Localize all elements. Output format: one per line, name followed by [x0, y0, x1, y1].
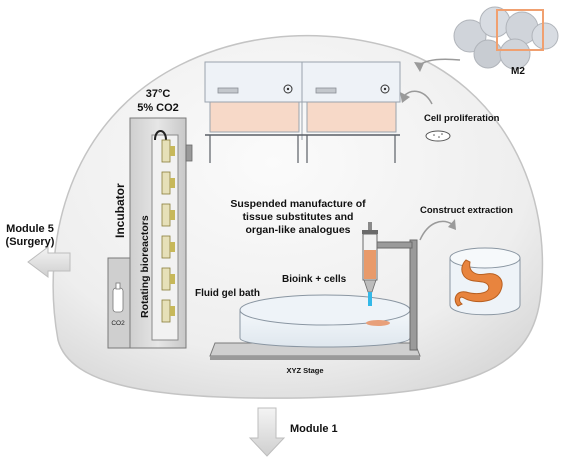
module5-sublabel: (Surgery) — [6, 236, 55, 248]
syringe-icon — [362, 222, 378, 306]
co2-label: 5% CO2 — [137, 102, 179, 114]
rotating-bioreactors — [161, 139, 175, 323]
co2-cylinder-label: CO2 — [111, 320, 125, 327]
nozzle — [368, 292, 372, 306]
hood-panel-right — [306, 101, 397, 133]
module5-label: Module 5 — [6, 223, 54, 235]
gel-bath — [239, 294, 411, 348]
suspended-manufacture-line2: tissue substitutes and — [243, 211, 354, 223]
fluid-gel-bath-label: Fluid gel bath — [195, 288, 260, 299]
stomach-organ-icon — [454, 259, 503, 307]
biohazard-icon — [380, 84, 390, 94]
cell-proliferation-arrow — [403, 90, 433, 105]
cell-proliferation-label: Cell proliferation — [424, 113, 500, 124]
module1-label: Module 1 — [290, 423, 338, 435]
m2-label: M2 — [511, 66, 525, 77]
incubator — [107, 117, 193, 349]
arrow-left-icon — [27, 246, 71, 278]
printed-construct — [366, 320, 390, 326]
highlight-box — [496, 9, 544, 51]
xyz-stage-label: XYZ Stage — [286, 366, 323, 375]
suspended-manufacture-line1: Suspended manufacture of — [230, 198, 366, 210]
module2-thumbnail — [453, 6, 559, 70]
bioink-label: Bioink + cells — [282, 274, 347, 285]
arrow-down-icon — [248, 407, 286, 457]
extraction-arrow — [419, 220, 453, 241]
suspended-manufacture-line3: organ-like analogues — [245, 224, 350, 236]
hood-panel-left — [209, 101, 300, 133]
bioink-fill — [364, 250, 376, 279]
petri-dish-icon — [425, 130, 451, 142]
co2-cylinder-icon — [112, 282, 124, 313]
biosafety-hoods — [204, 61, 401, 163]
temperature-label: 37°C — [146, 88, 171, 100]
rotating-bioreactors-label: Rotating bioreactors — [139, 215, 151, 318]
biohazard-icon — [283, 84, 293, 94]
incubator-label: Incubator — [113, 183, 127, 238]
construct-extraction-label: Construct extraction — [420, 205, 513, 216]
